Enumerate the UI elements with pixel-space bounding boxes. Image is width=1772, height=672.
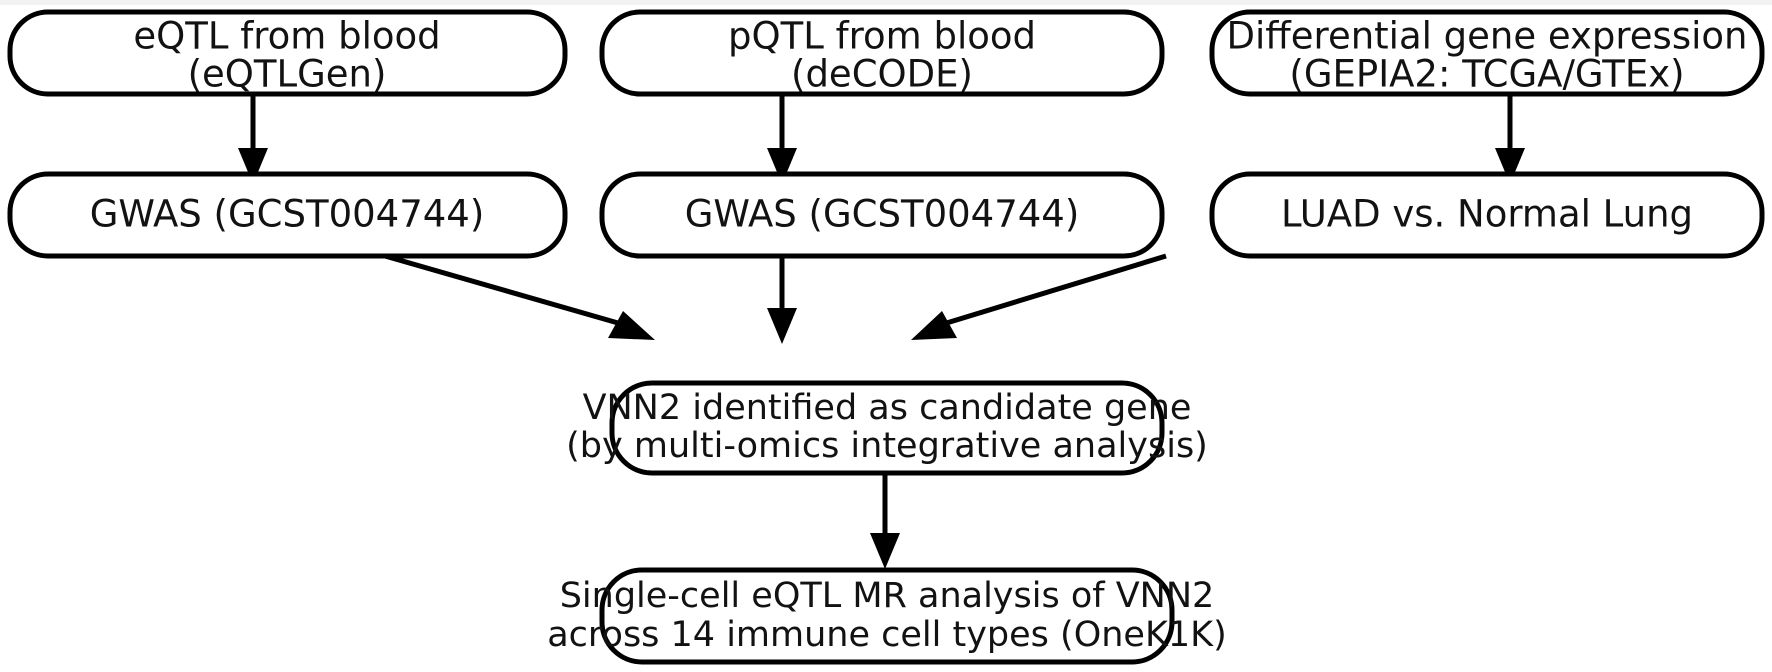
node-label-pqtl-source-line2: (deCODE)	[791, 53, 973, 96]
node-label-eqtl-source-line2: (eQTLGen)	[188, 53, 387, 96]
edge-arrowhead-vnn2-to-sc	[870, 533, 900, 569]
edge-arrowhead-gwas2-to-vnn2	[767, 308, 797, 344]
node-vnn2-candidate: VNN2 identified as candidate gene (by mu…	[566, 380, 1208, 476]
node-box-gwas-eqtl	[7, 171, 568, 259]
node-eqtl-source: eQTL from blood (eQTLGen)	[7, 9, 568, 97]
node-label-dge-source-line1: Differential gene expression	[1227, 15, 1748, 58]
edge-arrowhead-gwas1-to-vnn2	[608, 311, 655, 340]
node-single-cell-mr: Single-cell eQTL MR analysis of VNN2 acr…	[547, 567, 1227, 665]
node-box-single-cell-mr	[599, 567, 1175, 665]
edge-vnn2-to-sc	[870, 473, 900, 569]
node-box-eqtl-source	[7, 9, 568, 97]
node-label-pqtl-source-line1: pQTL from blood	[728, 15, 1036, 58]
node-label-single-cell-mr-line2: across 14 immune cell types (OneK1K)	[547, 615, 1227, 655]
edge-gwas1-to-vnn2	[384, 253, 655, 340]
node-label-gwas-pqtl: GWAS (GCST004744)	[685, 193, 1080, 236]
node-label-vnn2-candidate-line2: (by multi-omics integrative analysis)	[566, 426, 1208, 466]
edge-line-gwas1-to-vnn2	[384, 253, 626, 328]
node-box-dge-source	[1209, 9, 1765, 97]
node-label-luad-comparison: LUAD vs. Normal Lung	[1281, 193, 1693, 236]
node-box-pqtl-source	[599, 9, 1165, 97]
edge-arrowhead-pqtl-to-gwas2	[767, 148, 797, 184]
edge-line-luad-to-vnn2	[939, 253, 1167, 328]
node-box-gwas-pqtl	[599, 171, 1165, 259]
node-label-eqtl-source-line1: eQTL from blood	[133, 15, 440, 58]
edge-luad-to-vnn2	[911, 253, 1167, 340]
node-label-gwas-eqtl: GWAS (GCST004744)	[90, 193, 485, 236]
node-box-luad-comparison	[1209, 171, 1765, 259]
edge-arrowhead-luad-to-vnn2	[911, 311, 957, 340]
node-pqtl-source: pQTL from blood (deCODE)	[599, 9, 1165, 97]
edge-arrowhead-eqtl-to-gwas1	[238, 148, 268, 184]
node-label-single-cell-mr-line1: Single-cell eQTL MR analysis of VNN2	[560, 576, 1215, 616]
edge-arrowhead-dge-to-luad	[1495, 148, 1525, 184]
node-label-dge-source-line2: (GEPIA2: TCGA/GTEx)	[1289, 53, 1684, 96]
node-luad-comparison: LUAD vs. Normal Lung	[1209, 171, 1765, 259]
node-gwas-eqtl: GWAS (GCST004744)	[7, 171, 568, 259]
edge-pqtl-to-gwas2	[767, 94, 797, 184]
edge-gwas2-to-vnn2	[767, 256, 797, 344]
node-dge-source: Differential gene expression (GEPIA2: TC…	[1209, 9, 1765, 97]
edge-eqtl-to-gwas1	[238, 94, 268, 184]
page-top-divider	[0, 0, 1772, 5]
node-gwas-pqtl: GWAS (GCST004744)	[599, 171, 1165, 259]
node-label-vnn2-candidate-line1: VNN2 identified as candidate gene	[583, 388, 1192, 428]
edge-dge-to-luad	[1495, 94, 1525, 184]
